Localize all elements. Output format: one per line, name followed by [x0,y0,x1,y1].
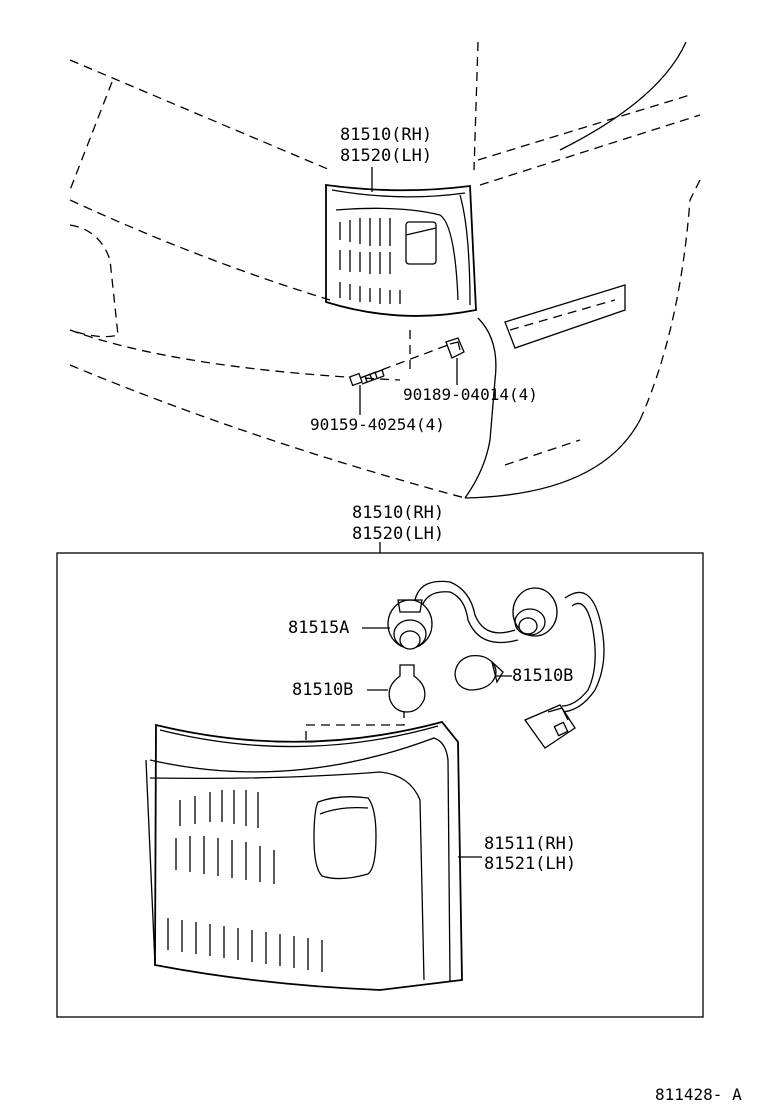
bulb-left [388,664,426,713]
detail-box [56,552,704,1018]
wiring-harness [414,580,605,749]
screw-part [348,330,449,387]
top-lamp-assembly [325,183,477,317]
label-bulb-left: 81510B [292,680,353,700]
label-bulb-right: 81510B [512,666,573,686]
label-socket: 81515A [288,618,349,638]
figure-id: 811428- A [655,1085,742,1104]
bulb-guide [305,712,405,740]
label-lens-rh: 81511(RH) [484,834,576,854]
label-screw: 90159-40254(4) [310,415,445,434]
label-top-lamp-rh: 81510(RH) [340,125,432,145]
label-detail-lamp-lh: 81520(LH) [352,524,444,544]
label-detail-lamp-rh: 81510(RH) [352,503,444,523]
label-clip: 90189-04014(4) [403,385,538,404]
socket-right [512,587,558,637]
lens-assembly [145,720,463,991]
label-lens-lh: 81521(LH) [484,854,576,874]
socket-left [387,599,433,650]
label-top-lamp-lh: 81520(LH) [340,146,432,166]
clip-part [445,337,465,359]
vehicle-body-outline [69,41,701,499]
bulb-right [454,654,504,691]
